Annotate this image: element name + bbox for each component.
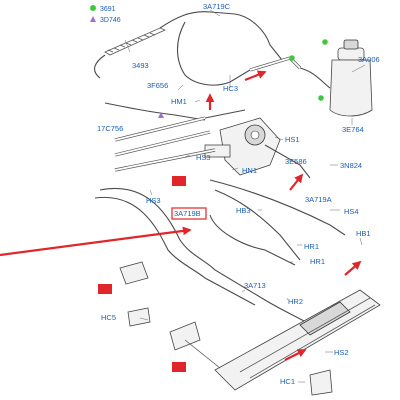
- label-3n824: 3N824: [340, 161, 362, 170]
- label-hr1: HR1: [304, 242, 319, 251]
- label-3a713: 3A713: [244, 281, 266, 290]
- part-labels: 3493 3A719C 3A006 3F656 HM1 HC3 3E764 17…: [97, 2, 380, 386]
- pump: [204, 117, 281, 176]
- legend-label-3d746: 3D746: [100, 17, 121, 24]
- label-hn1: HN1: [242, 166, 257, 175]
- label-hs4: HS4: [344, 207, 359, 216]
- highlight-box-1: [172, 176, 186, 186]
- legend: 3691 3D746: [90, 5, 121, 24]
- label-hm1: HM1: [171, 97, 187, 106]
- green-dot-icon: [90, 5, 96, 11]
- label-hs3-mid: HS3: [196, 153, 211, 162]
- label-3e586: 3E586: [285, 157, 307, 166]
- label-3a719a: 3A719A: [305, 195, 332, 204]
- label-3f656: 3F656: [147, 81, 168, 90]
- label-hc1: HC1: [280, 377, 295, 386]
- clamps: [119, 261, 333, 396]
- label-hc5: HC5: [101, 313, 116, 322]
- purple-triangle-icon: [90, 16, 96, 22]
- highlights: [0, 70, 362, 372]
- label-3e764: 3E764: [342, 125, 364, 134]
- highlight-outline-3a719b: [171, 207, 207, 220]
- highlight-box-3: [172, 362, 186, 372]
- highlight-box-2: [98, 284, 112, 294]
- label-hc3: HC3: [223, 84, 238, 93]
- reservoir: [289, 39, 373, 117]
- leaders: [124, 9, 366, 383]
- label-hb3: HB3: [236, 206, 251, 215]
- label-hr1-b: HR1: [310, 257, 325, 266]
- label-3a719c: 3A719C: [203, 2, 231, 11]
- label-hb1: HB1: [356, 229, 371, 238]
- label-hs3-left: HS3: [146, 196, 161, 205]
- steering-rack: [214, 289, 381, 391]
- main-hoses: [94, 144, 346, 331]
- label-hs2: HS2: [334, 348, 349, 357]
- label-hs1: HS1: [285, 135, 300, 144]
- label-17c756: 17C756: [97, 124, 123, 133]
- label-3a719b: 3A719B: [174, 209, 201, 218]
- cooler-pipes: [114, 112, 216, 172]
- upper-hoses: [104, 13, 302, 121]
- label-hr2: HR2: [288, 297, 303, 306]
- label-3493: 3493: [132, 61, 149, 70]
- cooler-coil: [94, 11, 236, 79]
- label-3a006: 3A006: [358, 55, 380, 64]
- legend-label-3691: 3691: [100, 6, 116, 13]
